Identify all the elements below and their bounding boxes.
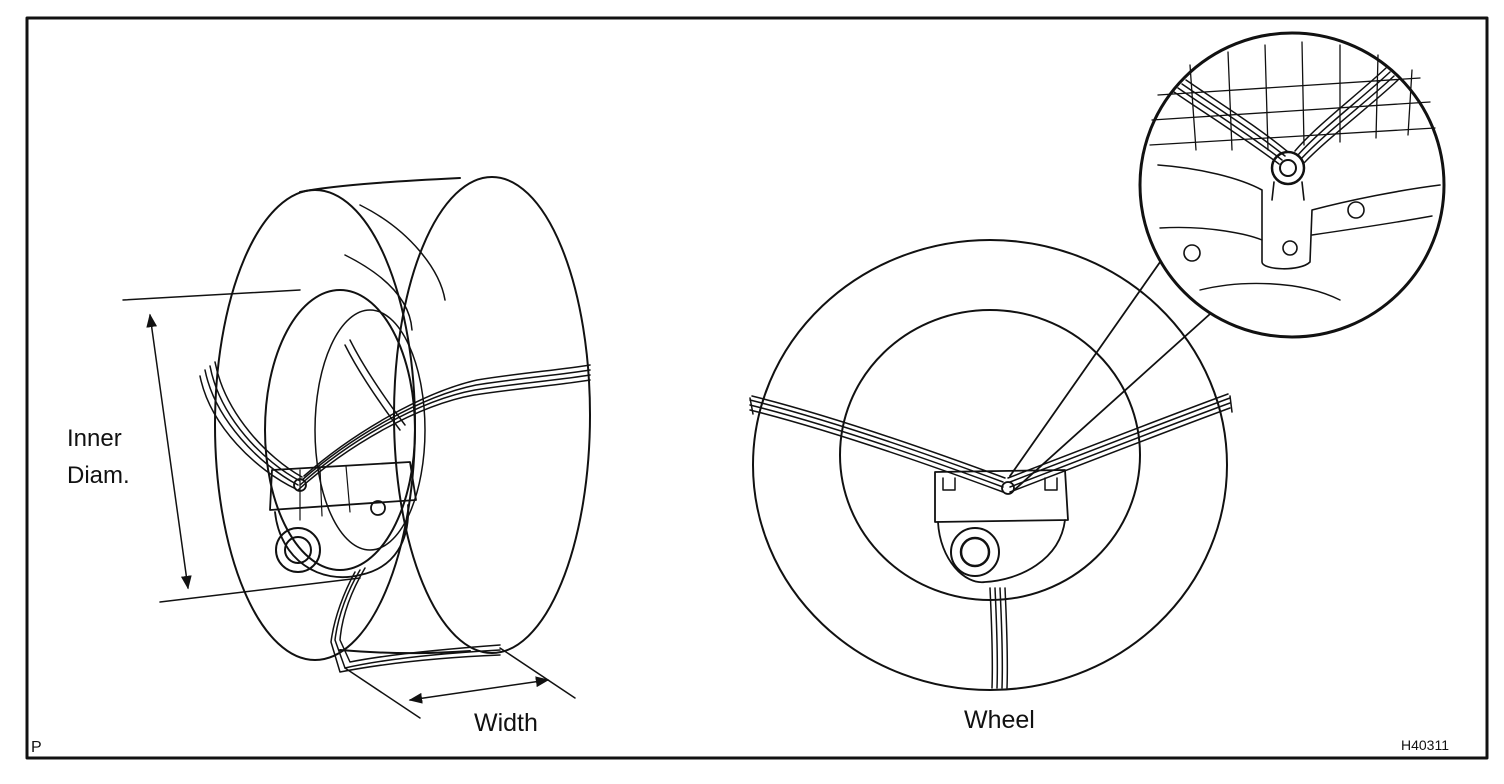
label-inner-diam-line2: Diam.	[67, 462, 130, 489]
callout-line-lower	[1011, 304, 1221, 493]
width-arrow	[408, 676, 550, 704]
right-chain-straps	[749, 393, 1233, 689]
hub-rib	[299, 465, 351, 521]
hub-bolt	[370, 500, 386, 516]
detail-grid	[1149, 41, 1436, 151]
wheel-hub-inner	[959, 536, 991, 568]
width-extension-left	[344, 667, 421, 719]
label-corner-letter: P	[31, 739, 42, 756]
detail-chain-straps	[1173, 67, 1399, 165]
wheel-outer-tire	[752, 239, 1228, 691]
detail-curve-bottom	[1199, 282, 1341, 301]
tire-inner-opening	[264, 289, 416, 571]
detail-hole-right	[1347, 201, 1365, 219]
hub-nut-inner	[284, 536, 312, 564]
label-width: Width	[474, 709, 538, 737]
label-inner-diam-line1: Inner	[67, 425, 122, 452]
hub-body	[274, 504, 410, 579]
tire-tread-bottom	[339, 649, 471, 655]
inner-diameter-dimension	[122, 289, 361, 603]
tire-tread-curve-1	[359, 204, 446, 301]
left-tire-view	[214, 176, 591, 661]
detail-bracket-arm	[1271, 181, 1305, 201]
detail-hole-left	[1183, 244, 1201, 262]
inner-diam-extension-top	[122, 289, 301, 301]
tire-inner-lip	[314, 309, 426, 551]
wheel-carrier-body	[937, 519, 1066, 583]
width-dimension	[344, 647, 576, 719]
right-wheel-view	[752, 239, 1228, 691]
diagram-frame	[25, 16, 1489, 760]
detail-bracket-hole	[1282, 240, 1298, 256]
detail-nut-inner	[1279, 159, 1297, 177]
callout-lines	[1009, 254, 1221, 493]
left-chain-straps	[199, 339, 591, 673]
callout-line-upper	[1009, 254, 1166, 477]
wheel-bracket-tabs	[942, 477, 1058, 491]
width-extension-right	[499, 647, 576, 699]
inner-diam-extension-bottom	[159, 577, 361, 603]
hub-bracket	[269, 461, 417, 511]
inner-diam-arrow	[146, 313, 192, 590]
detail-plate-lower	[1159, 215, 1433, 241]
tire-tread-curve-2	[344, 254, 413, 331]
detail-nut-outer	[1270, 150, 1306, 186]
tire-tread-top	[299, 177, 461, 193]
magnified-detail-circle	[1138, 31, 1446, 339]
hub-nut-outer	[275, 527, 321, 573]
wheel-hub-outer	[950, 527, 1000, 577]
label-wheel: Wheel	[964, 706, 1035, 734]
tire-back-edge	[393, 176, 591, 654]
magnified-detail	[1138, 31, 1446, 339]
wheel-carrier-bracket	[934, 469, 1069, 523]
detail-body-plate	[1157, 164, 1441, 270]
wheel-hook	[1001, 481, 1015, 495]
label-figure-code: H40311	[1401, 737, 1449, 753]
